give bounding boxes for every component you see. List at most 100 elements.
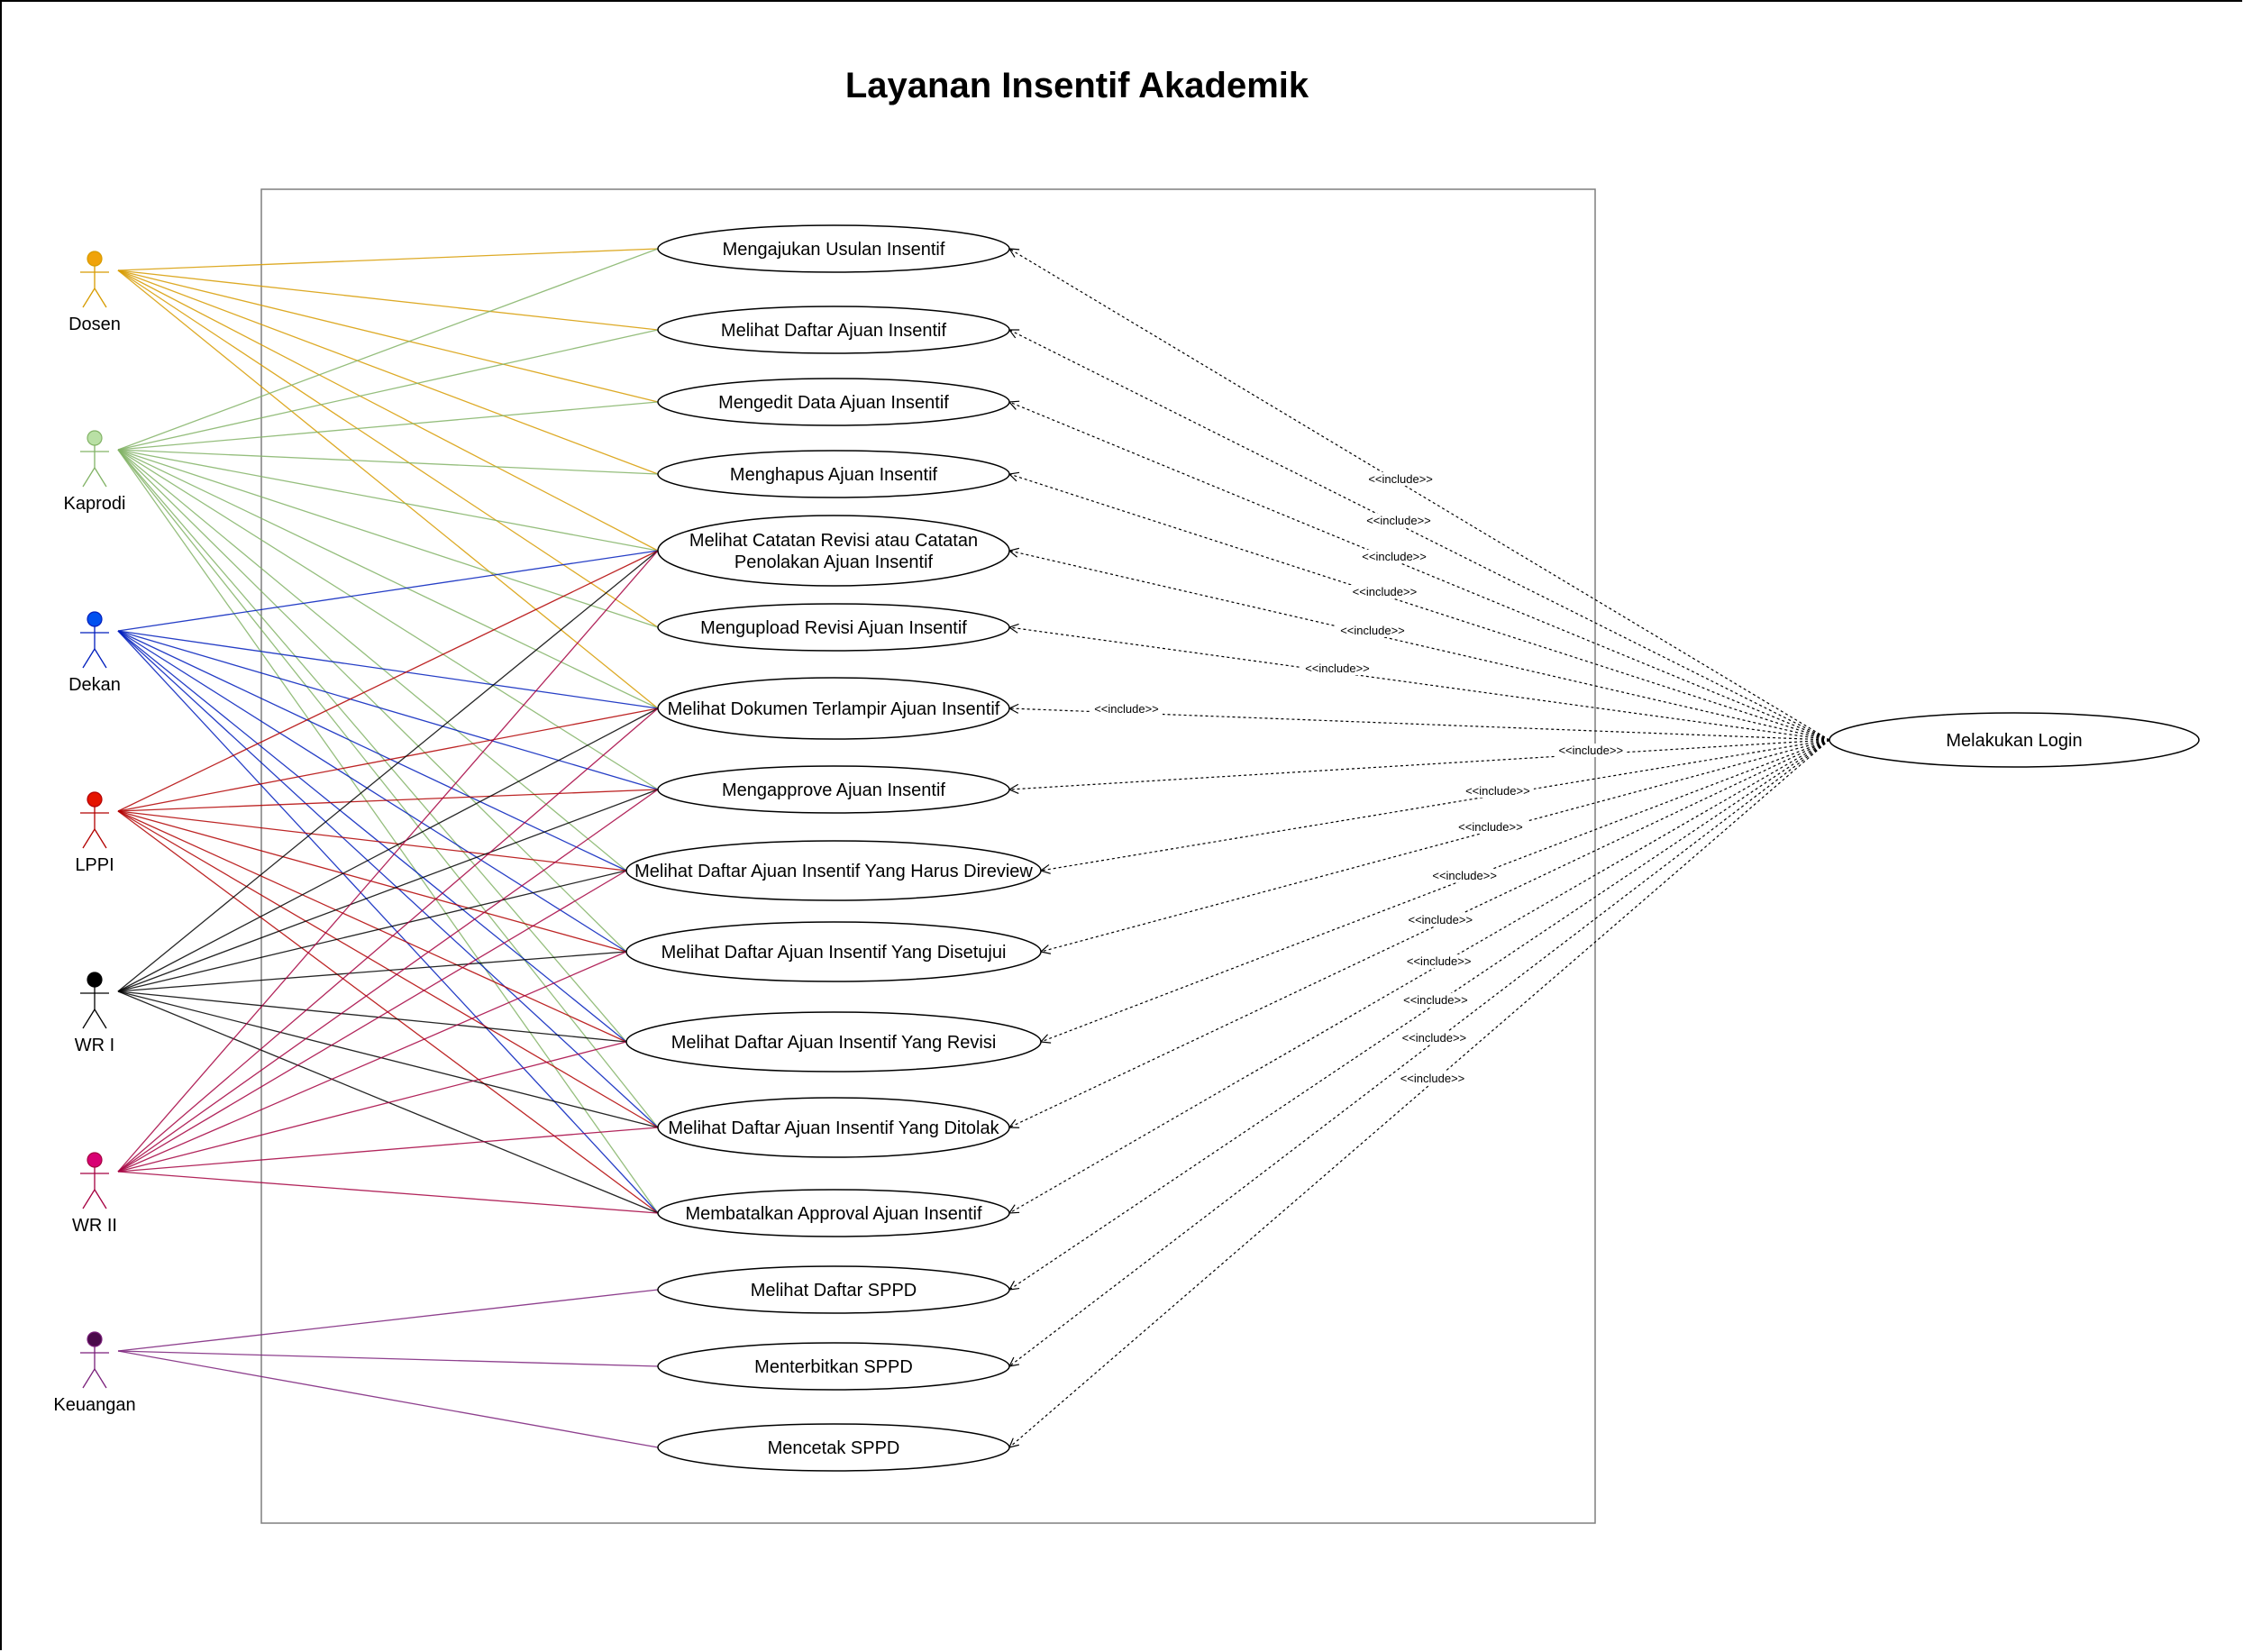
include-uc16 <box>1009 739 1830 1447</box>
association-lines <box>117 248 659 1448</box>
use-case-ellipse <box>657 1342 1010 1391</box>
association-wr2-uc9 <box>117 870 627 1173</box>
association-keuangan-uc15 <box>117 1350 659 1367</box>
use-case-uc4[interactable]: Menghapus Ajuan Insentif <box>657 450 1010 498</box>
include-relations: <<include>> <<include>> <<include>> <<inclu… <box>1009 249 1830 1447</box>
association-dekan-uc13 <box>117 630 659 1214</box>
use-case-ellipse <box>657 450 1010 498</box>
association-wr1-uc5 <box>117 550 659 992</box>
association-kaprodi-uc10 <box>117 449 627 953</box>
use-case-uc15[interactable]: Menterbitkan SPPD <box>657 1342 1010 1391</box>
association-keuangan-uc16 <box>117 1350 659 1448</box>
actor-stick-figure-icon <box>80 972 109 1029</box>
association-dekan-uc8 <box>117 630 659 790</box>
actor-label: Dosen <box>68 315 121 334</box>
use-case-ellipse <box>657 1423 1010 1472</box>
association-wr2-uc5 <box>117 550 659 1173</box>
use-case-label: Menghapus Ajuan Insentif <box>730 465 938 485</box>
association-kaprodi-uc7 <box>117 449 659 709</box>
association-dosen-uc6 <box>117 269 659 628</box>
association-wr2-uc8 <box>117 789 659 1173</box>
use-case-ellipse <box>625 840 1042 901</box>
include-label-bg <box>1336 624 1409 637</box>
association-kaprodi-uc6 <box>117 449 659 628</box>
include-label-bg <box>1398 1031 1471 1045</box>
diagram-title: Layanan Insentif Akademik <box>845 66 1309 105</box>
include-uc6 <box>1009 627 1830 741</box>
include-label: <<include>> <box>1368 472 1433 486</box>
use-case-uc6[interactable]: Mengupload Revisi Ajuan Insentif <box>657 603 1010 652</box>
include-label-bg <box>1090 702 1163 716</box>
use-case-ellipse <box>625 921 1042 982</box>
use-case-uc8[interactable]: Mengapprove Ajuan Insentif <box>657 765 1010 814</box>
use-case-ellipse <box>657 306 1010 354</box>
use-case-label: Menterbitkan SPPD <box>754 1357 913 1377</box>
use-case-ellipse <box>657 1189 1010 1237</box>
association-dosen-uc7 <box>117 269 659 709</box>
association-kaprodi-uc3 <box>117 401 659 451</box>
use-case-uc9[interactable]: Melihat Daftar Ajuan Insentif Yang Harus… <box>625 840 1042 901</box>
association-kaprodi-uc5 <box>117 449 659 552</box>
include-label-bg <box>1364 472 1437 486</box>
association-dekan-uc10 <box>117 630 627 953</box>
association-wr2-uc12 <box>117 1127 659 1173</box>
include-label: <<include>> <box>1558 744 1623 757</box>
actor-stick-figure-icon <box>80 1331 109 1389</box>
actor-wr1[interactable]: WR I <box>75 972 114 1055</box>
actor-dekan[interactable]: Dekan <box>68 611 121 695</box>
use-case-uc1[interactable]: Mengajukan Usulan Insentif <box>657 224 1010 273</box>
include-label: <<include>> <box>1353 585 1418 598</box>
include-label: <<include>> <box>1400 1072 1465 1085</box>
use-case-uc3[interactable]: Mengedit Data Ajuan Insentif <box>657 378 1010 426</box>
use-case-uc14[interactable]: Melihat Daftar SPPD <box>657 1265 1010 1314</box>
actor-keuangan[interactable]: Keuangan <box>53 1331 136 1415</box>
include-label-bg <box>1402 954 1475 968</box>
association-kaprodi-uc13 <box>117 449 659 1214</box>
association-dosen-uc2 <box>117 269 659 331</box>
actor-kaprodi[interactable]: Kaprodi <box>64 430 126 514</box>
actor-lppi[interactable]: LPPI <box>75 791 114 875</box>
include-label: <<include>> <box>1362 550 1427 563</box>
association-wr2-uc10 <box>117 951 627 1173</box>
use-case-uc13[interactable]: Membatalkan Approval Ajuan Insentif <box>657 1189 1010 1237</box>
include-label: <<include>> <box>1094 702 1159 716</box>
use-case-uc7[interactable]: Melihat Dokumen Terlampir Ajuan Insentif <box>657 677 1010 740</box>
use-case-uc12[interactable]: Melihat Daftar Ajuan Insentif Yang Ditol… <box>657 1097 1010 1158</box>
actor-wr2[interactable]: WR II <box>72 1152 117 1236</box>
association-dekan-uc5 <box>117 550 659 632</box>
include-uc1 <box>1009 249 1830 741</box>
use-case-label: Melihat Daftar SPPD <box>751 1281 917 1301</box>
include-uc2 <box>1009 330 1830 741</box>
association-dosen-uc5 <box>117 269 659 552</box>
use-case-uc2[interactable]: Melihat Daftar Ajuan Insentif <box>657 306 1010 354</box>
association-kaprodi-uc4 <box>117 449 659 475</box>
include-uc13 <box>1009 739 1830 1213</box>
actor-dosen[interactable]: Dosen <box>68 251 121 334</box>
use-case-login[interactable]: Melakukan Login <box>1829 712 2200 768</box>
use-case-label: Melihat Daftar Ajuan Insentif Yang Revis… <box>671 1033 997 1053</box>
use-case-uc10[interactable]: Melihat Daftar Ajuan Insentif Yang Diset… <box>625 921 1042 982</box>
include-label-bg <box>1555 744 1628 757</box>
include-uc14 <box>1009 739 1830 1290</box>
use-case-uc16[interactable]: Mencetak SPPD <box>657 1423 1010 1472</box>
actor-stick-figure-icon <box>80 430 109 488</box>
actor-stick-figure-icon <box>80 251 109 308</box>
association-lppi-uc12 <box>117 810 659 1128</box>
use-case-uc11[interactable]: Melihat Daftar Ajuan Insentif Yang Revis… <box>625 1011 1042 1072</box>
include-label-bg <box>1358 550 1431 563</box>
actor-stick-figure-icon <box>80 1152 109 1209</box>
use-case-label: Mengajukan Usulan Insentif <box>723 240 945 260</box>
include-label: <<include>> <box>1408 913 1473 926</box>
include-label-bg <box>1348 585 1421 598</box>
association-kaprodi-uc11 <box>117 449 627 1043</box>
include-label: <<include>> <box>1458 820 1523 834</box>
actor-stick-figure-icon <box>80 611 109 669</box>
association-dekan-uc11 <box>117 630 627 1043</box>
association-wr1-uc10 <box>117 951 627 992</box>
use-case-label: Mengedit Data Ajuan Insentif <box>718 393 949 413</box>
use-case-label: Mengapprove Ajuan Insentif <box>722 780 945 800</box>
use-case-ellipse <box>657 677 1010 740</box>
use-case-label: Mencetak SPPD <box>768 1438 900 1458</box>
